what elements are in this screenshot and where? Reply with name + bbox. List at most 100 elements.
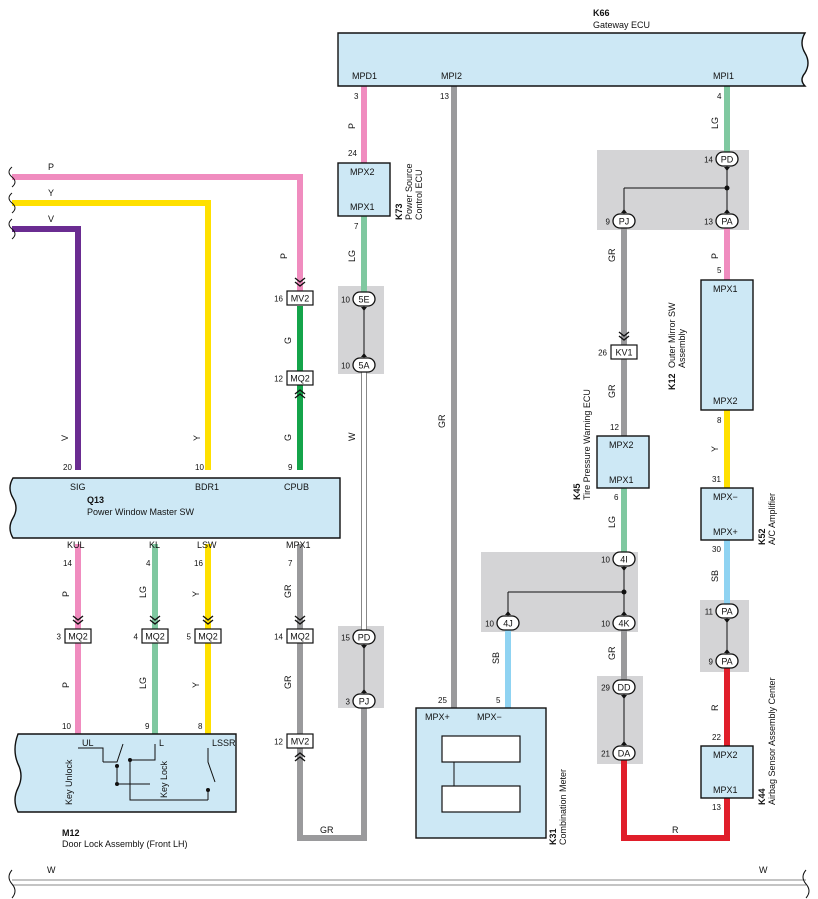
wire-label-pj-gr: GR — [607, 248, 617, 262]
k73-pin-mpx1: MPX1 — [350, 202, 375, 212]
k44-code: K44 — [757, 788, 767, 805]
k73-name1: Power Source — [404, 163, 414, 220]
wire-label-bottom-w-right: W — [759, 865, 768, 875]
splice-pill — [612, 551, 636, 567]
wire-label-mpi1-lg: LG — [710, 117, 720, 129]
k52-pinno-30: 30 — [712, 545, 721, 554]
splice-arrow — [621, 741, 627, 745]
wire-label-k73-lg: LG — [347, 250, 357, 262]
q13-pinno-20: 20 — [63, 463, 72, 472]
splice-dd-29: DD 29 — [601, 679, 636, 699]
wire-label-kl-lg1: LG — [138, 586, 148, 598]
wire-violet-top — [12, 226, 81, 470]
splice-pin: 10 — [601, 620, 610, 629]
splice-id: 4I — [620, 555, 628, 565]
k45-box — [596, 435, 650, 489]
splice-id: 4K — [618, 619, 629, 629]
connector-chevron — [149, 615, 161, 625]
k45-pinno-6: 6 — [614, 493, 619, 502]
q13-name: Power Window Master SW — [87, 507, 195, 517]
q13-box — [9, 477, 341, 539]
k44-name: Airbag Sensor Assembly Center — [767, 677, 777, 805]
splice-id: 5A — [358, 361, 369, 371]
m12-contact-4 — [206, 788, 210, 792]
q13-pin-sig: SIG — [70, 482, 86, 492]
splice-id: PJ — [359, 697, 370, 707]
splice-arrow — [361, 645, 367, 649]
k66-pinno-13: 13 — [440, 92, 449, 101]
k12-pin-mpx1: MPX1 — [713, 284, 738, 294]
wire-label-v-q13: V — [60, 435, 70, 441]
wire-red-bottom — [621, 760, 730, 841]
k66-pinno-3: 3 — [354, 92, 359, 101]
wire-label-top-v: V — [48, 214, 54, 224]
connector-pin: 12 — [274, 738, 283, 747]
connector-chevron — [72, 615, 84, 625]
connector-pin: 14 — [274, 633, 283, 642]
splice-arrow — [724, 209, 730, 213]
splice-id: 4J — [503, 619, 513, 629]
splice-4k-10: 4K 10 — [601, 611, 636, 631]
splice-arrow — [724, 649, 730, 653]
wire-yellow-top — [12, 200, 211, 470]
k44-pinno-13: 13 — [712, 803, 721, 812]
splice-pin: 29 — [601, 684, 610, 693]
m12-pinno-9: 9 — [145, 722, 150, 731]
splice-pill — [352, 291, 376, 307]
k44-pin-mpx2: MPX2 — [713, 750, 738, 760]
splice-arrow — [621, 611, 627, 615]
q13-pin-lsw: LSW — [197, 540, 217, 550]
connector-box — [194, 628, 222, 644]
splice-arrow — [361, 353, 367, 357]
k31-pinno-5: 5 — [496, 696, 501, 705]
q13-pinno-7: 7 — [288, 559, 293, 568]
wire-label-k52-sb: SB — [710, 570, 720, 582]
m12-pin-ul: UL — [82, 738, 94, 748]
k45-pin-mpx1: MPX1 — [609, 475, 634, 485]
wire-label-k12-y: Y — [710, 446, 720, 452]
connector-chevron — [294, 389, 306, 399]
connector-chevron — [294, 277, 306, 287]
wire-label-dd-gr: GR — [607, 646, 617, 660]
splice-pin: 9 — [709, 658, 714, 667]
k31-name: Combination Meter — [558, 769, 568, 845]
connector-box — [286, 290, 314, 306]
k31-box — [415, 707, 547, 839]
wire-label-w-mid: W — [347, 432, 357, 441]
k66-pin-mpd1: MPD1 — [352, 71, 377, 81]
splice-id: DD — [618, 683, 631, 693]
m12-box — [14, 733, 237, 813]
k73-pinno-24: 24 — [348, 149, 357, 158]
splice-id: PJ — [619, 217, 630, 227]
connector-kv1-26: KV1 26 — [598, 331, 638, 360]
wire-label-lsw-y1: Y — [191, 591, 201, 597]
k31-pin-mpxminus: MPX− — [477, 712, 502, 722]
k31-pin-mpxplus: MPX+ — [425, 712, 450, 722]
connector-box — [610, 344, 638, 360]
wire-label-bottom-r: R — [672, 825, 679, 835]
splice-pj-9: PJ9 — [606, 209, 636, 229]
splice-arrow — [724, 167, 730, 171]
k66-pinno-4: 4 — [717, 92, 722, 101]
connector-chevron — [618, 331, 630, 341]
q13-pinno-16: 16 — [194, 559, 203, 568]
q13-pin-bdr1: BDR1 — [195, 482, 219, 492]
connector-id: KV1 — [615, 348, 632, 358]
wire-label-k45-lg: LG — [607, 516, 617, 528]
splice-id: PA — [721, 217, 732, 227]
connector-box — [64, 628, 92, 644]
wire-label-mpi2-gr: GR — [437, 414, 447, 428]
q13-pin-kl: KL — [149, 540, 160, 550]
splice-pin: 10 — [341, 296, 350, 305]
k44-box — [700, 745, 754, 799]
k31-inner-upper — [441, 735, 521, 763]
connector-pin: 26 — [598, 349, 607, 358]
